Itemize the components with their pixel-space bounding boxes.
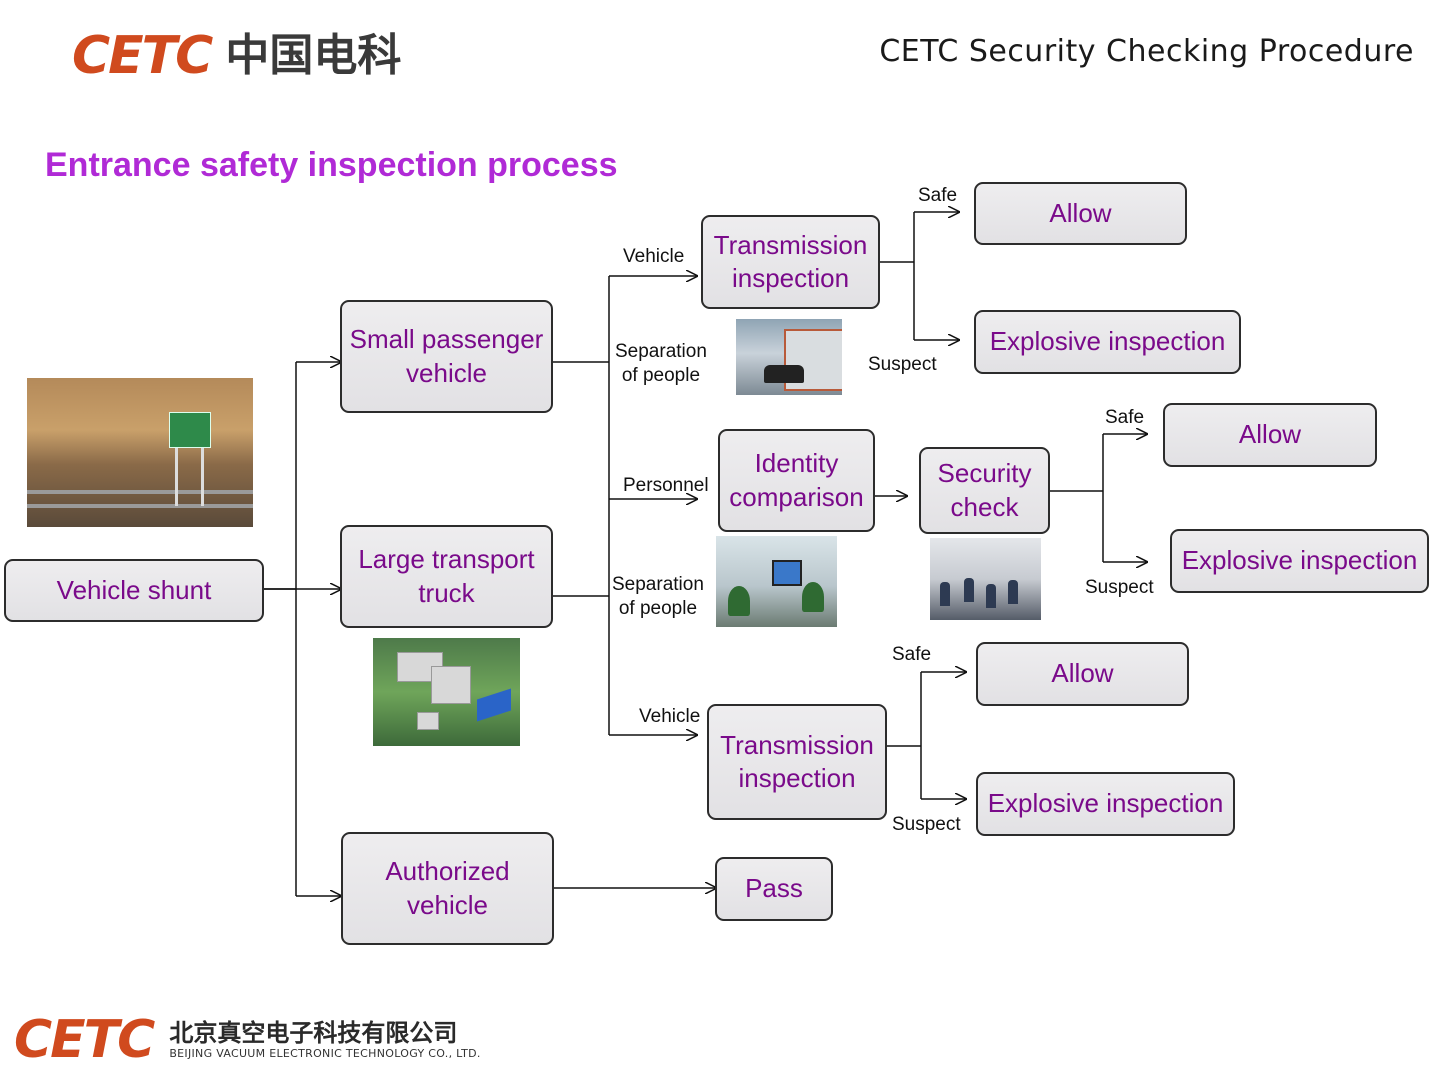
edge-label-safe-2: Safe	[1105, 407, 1145, 428]
node-authorized-vehicle: Authorized vehicle	[341, 832, 554, 945]
node-security-check: Security check	[919, 447, 1050, 534]
node-allow-3: Allow	[976, 642, 1189, 706]
edge-label-separation-2: Separation of people	[612, 574, 704, 619]
node-explosive-inspection-1: Explosive inspection	[974, 310, 1241, 374]
node-transmission-inspection-2: Transmission inspection	[707, 704, 887, 820]
photo-highway-entrance	[27, 378, 253, 527]
node-pass: Pass	[715, 857, 833, 921]
edge-label-separation-1: Separation of people	[615, 341, 707, 386]
page-title: Entrance safety inspection process	[45, 146, 618, 184]
edge-label-suspect-3: Suspect	[892, 814, 961, 835]
edge-label-personnel: Personnel	[623, 475, 709, 496]
edge-label-safe-1: Safe	[918, 185, 958, 206]
edge-label-vehicle-2: Vehicle	[639, 706, 701, 727]
footer-company-block: 北京真空电子科技有限公司 BEIJING VACUUM ELECTRONIC T…	[169, 1019, 481, 1060]
node-identity-comparison: Identity comparison	[718, 429, 875, 532]
cetc-logo-wordmark: CETC	[72, 26, 213, 86]
node-large-transport-truck: Large transport truck	[340, 525, 553, 628]
cetc-logo-chinese: 中国电科	[225, 30, 402, 81]
photo-identity-check-hall	[716, 536, 837, 627]
edge-label-safe-3: Safe	[892, 644, 932, 665]
footer-logo: CETC 北京真空电子科技有限公司 BEIJING VACUUM ELECTRO…	[14, 1014, 481, 1066]
footer-company-chinese: 北京真空电子科技有限公司	[169, 1019, 458, 1048]
photo-security-check-area	[930, 538, 1041, 620]
node-allow-1: Allow	[974, 182, 1187, 245]
node-allow-2: Allow	[1163, 403, 1377, 467]
header-logo: CETC 中国电科	[72, 26, 401, 86]
photo-truck-scanning-facility	[373, 638, 520, 746]
cetc-footer-wordmark: CETC	[14, 1010, 155, 1070]
edge-label-suspect-1: Suspect	[868, 354, 937, 375]
header-title: CETC Security Checking Procedure	[879, 34, 1414, 69]
node-transmission-inspection-1: Transmission inspection	[701, 215, 880, 309]
footer-company-english: BEIJING VACUUM ELECTRONIC TECHNOLOGY CO.…	[169, 1046, 481, 1060]
edge-label-vehicle-1: Vehicle	[623, 246, 685, 267]
node-explosive-inspection-3: Explosive inspection	[976, 772, 1235, 836]
node-explosive-inspection-2: Explosive inspection	[1170, 529, 1429, 593]
edge-label-suspect-2: Suspect	[1085, 577, 1154, 598]
node-vehicle-shunt: Vehicle shunt	[4, 559, 264, 622]
photo-vehicle-scanner-gate	[736, 319, 842, 395]
node-small-passenger-vehicle: Small passenger vehicle	[340, 300, 553, 413]
